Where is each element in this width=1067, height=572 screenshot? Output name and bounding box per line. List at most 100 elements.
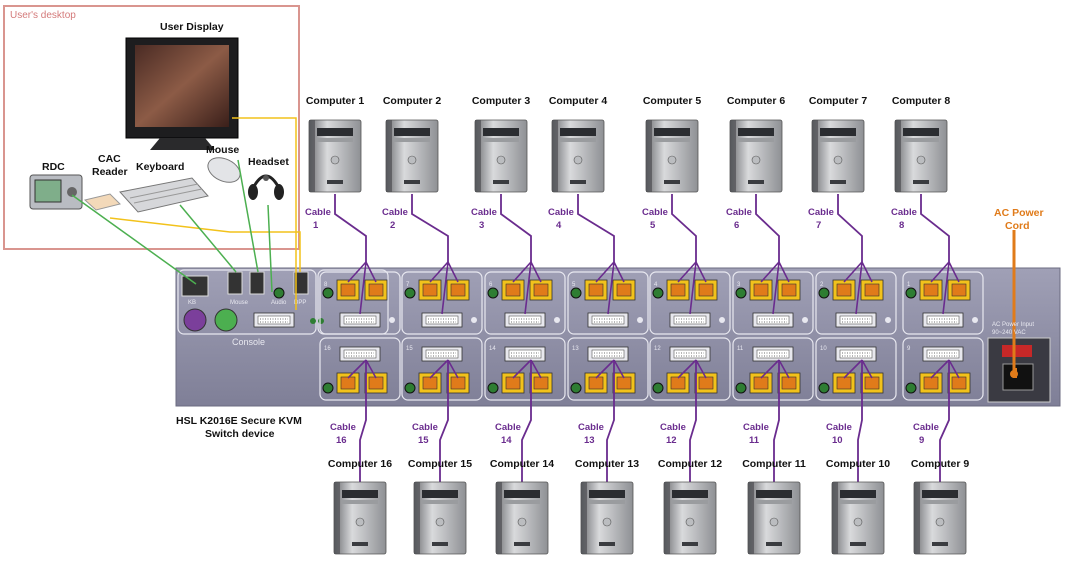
computer-label-bottom: Computer 16 [328,458,392,470]
cable-fanout-bottom [595,359,625,379]
cable-line-top [577,194,615,262]
port-number-top: 2 [820,282,824,288]
cable-line-bottom [857,360,863,482]
computer-label-bottom: Computer 10 [826,458,890,470]
port-number-top: 6 [489,282,493,288]
cable-fanout-top [677,261,707,315]
ac-power-input [987,337,1051,403]
cable-word-bottom: Cable [578,422,604,433]
ac-input-label: AC Power Input [992,322,1034,328]
channel-port-block-bottom: 13 [567,337,649,401]
port-number-bottom: 15 [406,346,413,352]
port-number-bottom: 9 [907,346,911,352]
port-number-bottom: 11 [737,346,744,352]
rdc-device-icon [29,174,83,210]
channel-port-block-top: 6 [484,271,566,335]
channel-port-block-bottom: 12 [649,337,731,401]
computer-tower-top [894,119,948,193]
mouse-icon [207,157,241,183]
channel-port-block-top: 7 [401,271,483,335]
computer-label-top: Computer 5 [643,95,702,107]
cable-line-top [837,194,863,262]
ac-power-cord-label: AC Power [994,207,1044,219]
cable-line-bottom [773,360,780,482]
cable-line-top [500,194,532,262]
cable-word-top: Cable [548,207,574,218]
console-audio-label: Audio [271,300,287,306]
cable-line-top [334,194,367,262]
port-number-bottom: 16 [324,346,331,352]
cable-word-bottom: Cable [330,422,356,433]
channel-port-block-bottom: 9 [902,337,984,401]
computer-label-bottom: Computer 13 [575,458,639,470]
cable-line-top [671,194,697,262]
computer-tower-top [385,119,439,193]
port-number-top: 3 [737,282,741,288]
channel-port-block-bottom: 15 [401,337,483,401]
computer-label-bottom: Computer 15 [408,458,472,470]
channel-port-block-top: 3 [732,271,814,335]
mouse-label: Mouse [206,144,239,156]
cable-number-bottom: 15 [418,435,429,446]
port-number-top: 1 [907,282,911,288]
computer-label-top: Computer 2 [383,95,442,107]
channel-port-block-top: 2 [815,271,897,335]
channel-port-block-bottom: 10 [815,337,897,401]
console-kb-label: KB [188,300,196,306]
cable-number-bottom: 16 [336,435,347,446]
cable-word-top: Cable [471,207,497,218]
cable-number-bottom: 10 [832,435,843,446]
console-mouse-label: Mouse [230,300,249,306]
computer-tower-top [474,119,528,193]
port-number-bottom: 13 [572,346,579,352]
cable-word-top: Cable [891,207,917,218]
cable-number-bottom: 13 [584,435,595,446]
computer-label-top: Computer 8 [892,95,951,107]
cac-reader-icon [83,193,121,211]
users-desktop-area [3,5,300,250]
port-number-top: 7 [406,282,410,288]
cable-number-top: 6 [734,220,739,231]
computer-tower-top [811,119,865,193]
cable-word-top: Cable [642,207,668,218]
cable-number-bottom: 12 [666,435,677,446]
cable-number-top: 7 [816,220,821,231]
cable-word-bottom: Cable [495,422,521,433]
device-name-line2: Switch device [205,428,275,440]
computer-label-bottom: Computer 14 [490,458,554,470]
computer-tower-top [729,119,783,193]
keyboard-label: Keyboard [136,161,184,173]
computer-label-top: Computer 6 [727,95,786,107]
channel-port-block-top: 4 [649,271,731,335]
user-display-monitor [125,37,239,150]
cable-word-bottom: Cable [743,422,769,433]
cable-fanout-top [347,261,377,315]
cable-line-top [920,194,950,262]
computer-tower-top [308,119,362,193]
computer-label-bottom: Computer 9 [911,458,970,470]
port-number-bottom: 12 [654,346,661,352]
cable-fanout-bottom [429,359,459,379]
port-number-top: 5 [572,282,576,288]
computer-label-top: Computer 1 [306,95,365,107]
cable-fanout-top [843,261,873,315]
cable-word-top: Cable [305,207,331,218]
channel-port-block-bottom: 11 [732,337,814,401]
cable-fanout-top [595,261,625,315]
cable-number-bottom: 9 [919,435,924,446]
user-display-label: User Display [160,21,224,33]
computer-tower-bottom [413,481,467,555]
computer-label-bottom: Computer 11 [742,458,806,470]
device-name-line1: HSL K2016E Secure KVM [176,415,302,427]
desktop-wiring [71,117,301,310]
headset-label: Headset [248,156,289,168]
cable-fanout-bottom [843,359,873,379]
ac-input-voltage: 90~240 VAC [992,330,1026,336]
channel-port-block-top: 8 [319,271,401,335]
cable-fanout-bottom [930,359,960,379]
ac-power-cord-label-2: Cord [1005,220,1030,232]
cable-word-top: Cable [726,207,752,218]
computer-tower-bottom [333,481,387,555]
computer-tower-bottom [495,481,549,555]
cable-line-bottom [606,360,615,482]
